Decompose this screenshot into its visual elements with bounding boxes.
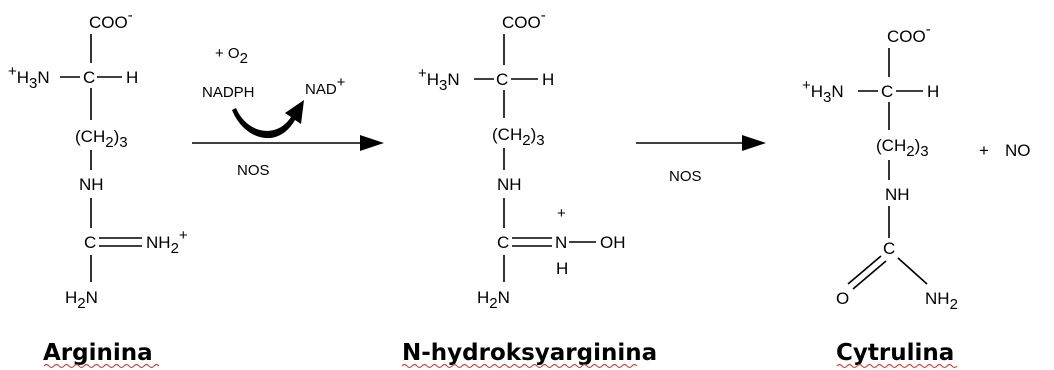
n-hydroxyarginine-name: N-hydroksyarginina bbox=[402, 340, 657, 366]
step2-reaction-arrow: NOS bbox=[636, 135, 766, 185]
arginine-nh2-plus-label: NH2+ bbox=[146, 227, 188, 257]
citrulline-ammonium-label: +H3N bbox=[802, 77, 844, 106]
step1-reaction-arrow: + O2 NADPH NAD+ NOS bbox=[192, 45, 384, 179]
nad-plus-label: NAD+ bbox=[305, 74, 346, 98]
nhydroxy-hydroxyl-label: OH bbox=[600, 233, 626, 252]
citrulline-structure: COO- +H3N C H (CH2)3 NH C O NH2 bbox=[802, 21, 958, 313]
citrulline-nh2-label: NH2 bbox=[925, 289, 958, 313]
n-hydroxyarginine-structure: COO- +H3N C H (CH2)3 NH C + N OH H H2N bbox=[418, 7, 626, 312]
nhydroxy-n-hydrogen: H bbox=[556, 259, 568, 278]
arginine-carboxylate-label: COO- bbox=[89, 7, 133, 32]
arginine-double-bond bbox=[99, 237, 142, 247]
nhydroxy-oxime-nitrogen: N bbox=[555, 233, 567, 252]
arginine-structure: COO- +H3N C H (CH2)3 NH C NH2+ H2N bbox=[8, 7, 188, 312]
nhydroxy-double-bond bbox=[512, 237, 552, 247]
nhydroxy-methylene-chain: (CH2)3 bbox=[492, 125, 545, 149]
arginine-ammonium-label: +H3N bbox=[8, 63, 50, 92]
arginine-spellcheck-underline bbox=[43, 363, 160, 369]
citrulline-name: Cytrulina bbox=[836, 340, 954, 366]
oxygen-reagent-label: + O2 bbox=[215, 45, 248, 67]
step1-enzyme-label: NOS bbox=[237, 162, 270, 179]
citrulline-methylene-chain: (CH2)3 bbox=[876, 136, 929, 160]
nhydroxy-alpha-hydrogen: H bbox=[542, 70, 554, 89]
arginine-nh-label: NH bbox=[79, 175, 104, 194]
arginine-h2n-label: H2N bbox=[65, 288, 98, 312]
n-hydroxyarginine-spellcheck-underline bbox=[401, 363, 638, 369]
citrulline-carbonyl-double-bond bbox=[847, 255, 887, 290]
step1-arrowhead bbox=[360, 135, 384, 151]
arginine-alpha-hydrogen: H bbox=[126, 68, 138, 87]
nhydroxy-guanidino-carbon: C bbox=[497, 233, 509, 252]
arginine-guanidino-carbon: C bbox=[84, 233, 96, 252]
nhydroxy-carboxylate-label: COO- bbox=[502, 7, 546, 32]
arginine-alpha-carbon: C bbox=[83, 68, 95, 87]
nhydroxy-n-plus-charge: + bbox=[557, 205, 566, 222]
citrulline-carbonyl-carbon: C bbox=[883, 239, 895, 258]
arginine-methylene-chain: (CH2)3 bbox=[75, 127, 128, 151]
step2-enzyme-label: NOS bbox=[669, 168, 702, 185]
citrulline-bond-c-nh2 bbox=[897, 257, 928, 285]
nadph-label: NADPH bbox=[202, 84, 255, 101]
citrulline-alpha-carbon: C bbox=[881, 82, 893, 101]
citrulline-oxygen-label: O bbox=[836, 289, 849, 308]
nhydroxy-ammonium-label: +H3N bbox=[418, 65, 460, 94]
nhydroxy-nh-label: NH bbox=[497, 175, 522, 194]
citrulline-alpha-hydrogen: H bbox=[927, 82, 939, 101]
nitric-oxide-label: NO bbox=[1005, 141, 1031, 160]
step2-arrowhead bbox=[742, 135, 766, 151]
citrulline-nh-label: NH bbox=[885, 185, 910, 204]
nhydroxy-alpha-carbon: C bbox=[496, 70, 508, 89]
arginine-name: Arginina bbox=[43, 340, 153, 366]
product-plus-sign: + bbox=[979, 141, 989, 160]
citrulline-carboxylate-label: COO- bbox=[887, 21, 931, 46]
citrulline-spellcheck-underline bbox=[836, 363, 958, 369]
curved-cofactor-arrow bbox=[232, 100, 304, 139]
nhydroxy-h2n-label: H2N bbox=[477, 288, 510, 312]
